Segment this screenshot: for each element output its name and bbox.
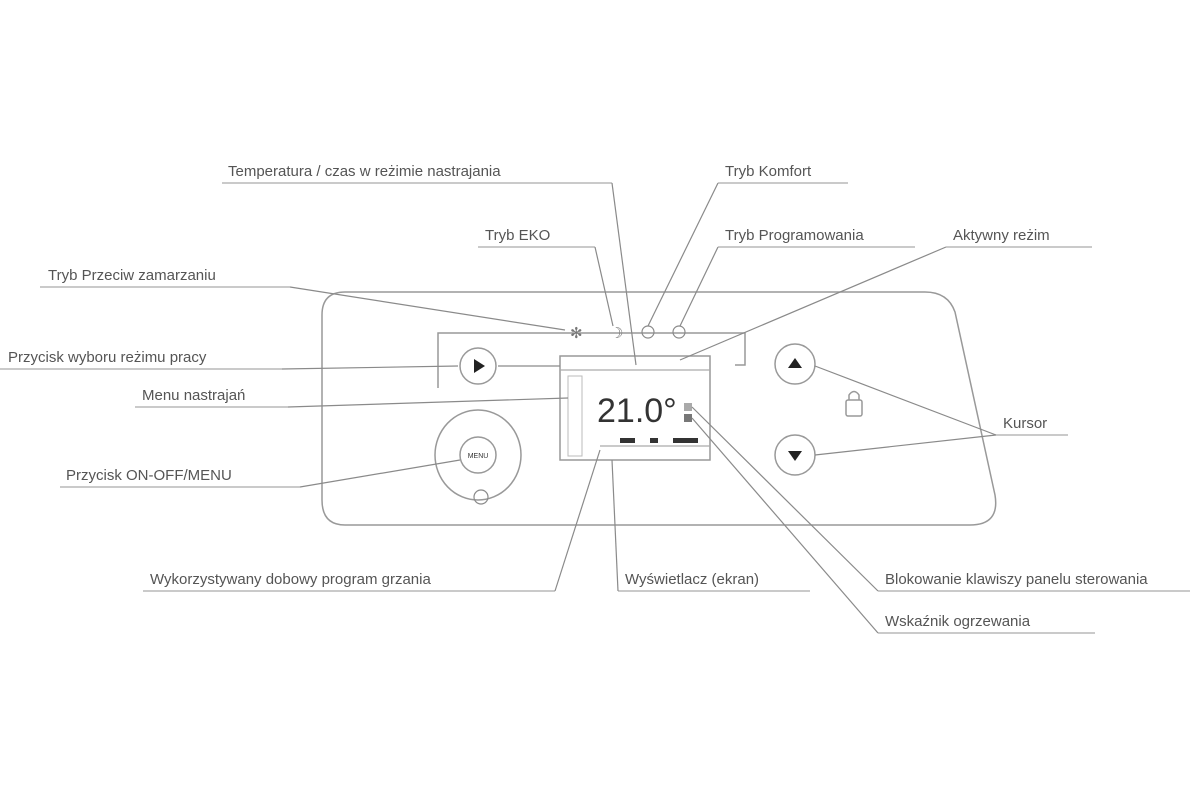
menu-ring bbox=[434, 409, 522, 501]
cursor-up-button[interactable] bbox=[774, 343, 816, 385]
play-icon bbox=[474, 359, 485, 373]
menu-button[interactable] bbox=[459, 436, 497, 474]
label-temp-time: Temperatura / czas w reżimie nastrajania bbox=[228, 163, 501, 180]
mode-select-button[interactable] bbox=[459, 347, 497, 385]
label-key-lock: Blokowanie klawiszy panelu sterowania bbox=[885, 571, 1148, 588]
arrow-down-icon bbox=[788, 451, 802, 461]
label-antifreeze: Tryb Przeciw zamarzaniu bbox=[48, 267, 216, 284]
sun-icon bbox=[641, 325, 655, 339]
mode-bracket bbox=[437, 332, 746, 388]
clock-icon bbox=[672, 325, 686, 339]
label-mode-button: Przycisk wyboru reżimu pracy bbox=[8, 349, 207, 366]
lock-indicator bbox=[684, 403, 692, 411]
menu-column bbox=[567, 375, 583, 457]
arrow-up-icon bbox=[788, 358, 802, 368]
label-heating-indicator: Wskaźnik ogrzewania bbox=[885, 613, 1031, 630]
label-settings-menu: Menu nastrajań bbox=[142, 387, 245, 404]
label-active-mode: Aktywny reżim bbox=[953, 227, 1050, 244]
moon-icon: ☽ bbox=[610, 325, 623, 342]
label-daily-program: Wykorzystywany dobowy program grzania bbox=[150, 571, 431, 588]
label-comfort: Tryb Komfort bbox=[725, 163, 812, 180]
label-programming: Tryb Programowania bbox=[725, 227, 864, 244]
temperature-readout: 21.0° bbox=[597, 392, 677, 430]
lock-icon bbox=[845, 399, 863, 417]
snowflake-icon: ✻ bbox=[570, 325, 583, 342]
power-icon[interactable] bbox=[473, 489, 489, 505]
menu-button-label: MENU bbox=[468, 453, 489, 460]
label-cursor: Kursor bbox=[1003, 415, 1047, 432]
panel-outline bbox=[321, 291, 997, 526]
heating-indicator bbox=[684, 414, 692, 422]
label-display: Wyświetlacz (ekran) bbox=[625, 571, 759, 588]
label-eco: Tryb EKO bbox=[485, 227, 550, 244]
label-onoff-button: Przycisk ON-OFF/MENU bbox=[66, 467, 232, 484]
